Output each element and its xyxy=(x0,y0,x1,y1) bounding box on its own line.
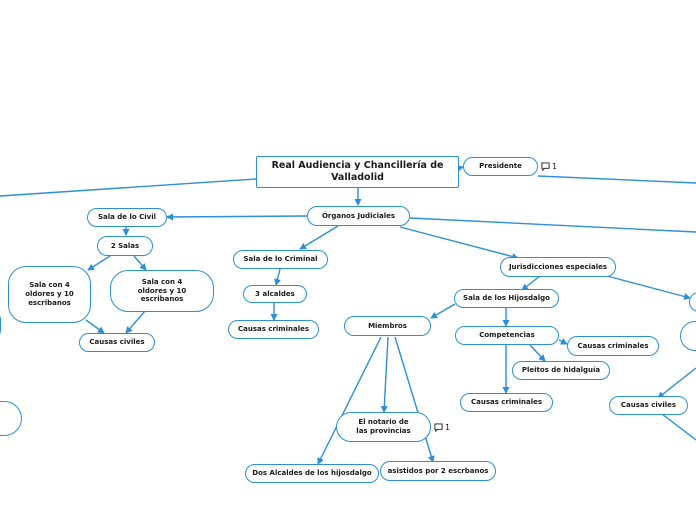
node-sala-oidores-a[interactable]: Sala con 4 oldores y 10 escribanos xyxy=(8,266,91,323)
node-notario-provincias[interactable]: El notario de las provincias xyxy=(336,412,431,442)
edge-competencias-pleitos xyxy=(529,344,546,362)
edge-organos-right-offscreen xyxy=(409,217,696,233)
node-causas-criminales-mid[interactable]: Causas criminales xyxy=(228,320,319,339)
node-causas-criminales-low[interactable]: Causas criminales xyxy=(460,393,553,412)
edge-oidores-a-causas xyxy=(85,319,105,334)
edge-jurisdicciones-right-offscreen xyxy=(606,275,691,300)
comment-icon xyxy=(541,162,550,171)
edge-organos-jurisdicciones xyxy=(399,226,519,260)
edge-jurisdicciones-hijosdalgo xyxy=(521,275,541,291)
node-dos-alcaldes-hijosdalgo[interactable]: Dos Alcaldes de los hijosdalgo xyxy=(245,464,379,483)
edge-hijosdalgo-miembros xyxy=(430,303,456,319)
edge-organos-sala-civil xyxy=(166,213,308,221)
node-causas-civiles-left[interactable]: Causas civiles xyxy=(79,333,155,352)
node-pleitos-hidalguia[interactable]: Pleitos de hidalguía xyxy=(512,361,610,380)
edge-presidente-right-offscreen xyxy=(537,175,696,184)
edge-organos-sala-criminal xyxy=(299,225,339,250)
node-jurisdicciones-especiales[interactable]: Jurisdicciones especiales xyxy=(500,257,616,277)
edge-right-offscreen-causas-civiles xyxy=(657,367,696,399)
edge-sala-criminal-alcaldes xyxy=(274,268,281,286)
edge-miembros-asistidos xyxy=(394,336,435,463)
node-dos-salas[interactable]: 2 Salas xyxy=(97,236,153,256)
node-presidente[interactable]: Presidente xyxy=(463,157,538,176)
edge-root-left-offscreen xyxy=(0,178,257,197)
node-tres-alcaldes[interactable]: 3 alcaldes xyxy=(243,285,307,303)
node-causas-civiles-right[interactable]: Causas civiles xyxy=(609,396,688,415)
node-sala-hijosdalgo[interactable]: Sala de los Hijosdalgo xyxy=(454,289,559,308)
node-causas-criminales-right[interactable]: Causas criminales xyxy=(567,336,659,356)
edge-2salas-oidores-b xyxy=(133,255,147,271)
comment-indicator-presidente[interactable]: 1 xyxy=(541,162,557,171)
node-asistidos-escribanos[interactable]: asistidos por 2 escrbanos xyxy=(380,461,496,481)
root-topic-real-audiencia[interactable]: Real Audiencia y Chancillería de Vallado… xyxy=(256,156,459,188)
edge-causas-civiles-down-offscreen xyxy=(655,407,696,441)
comment-count: 1 xyxy=(445,423,451,432)
edge-miembros-dos-alcaldes xyxy=(317,336,382,465)
edge-miembros-notario xyxy=(380,336,389,413)
comment-count: 1 xyxy=(552,162,558,171)
comment-icon xyxy=(434,423,443,432)
node-sala-oidores-b[interactable]: Sala con 4 oldores y 10 escribanos xyxy=(110,270,214,312)
node-sala-civil[interactable]: Sala de lo Civil xyxy=(87,208,167,227)
edge-competencias-causas-criminales xyxy=(558,338,568,345)
edge-2salas-oidores-a xyxy=(87,255,111,271)
node-sala-criminal[interactable]: Sala de lo Criminal xyxy=(233,250,328,269)
edge-root-presidente xyxy=(456,165,464,172)
node-miembros[interactable]: Miembros xyxy=(344,316,431,336)
node-competencias[interactable]: Competencias xyxy=(455,326,559,345)
node-organos-judiciales[interactable]: Órganos Judiciales xyxy=(307,206,410,226)
edge-oidores-b-causas xyxy=(125,310,146,334)
comment-indicator-notario[interactable]: 1 xyxy=(434,423,450,432)
